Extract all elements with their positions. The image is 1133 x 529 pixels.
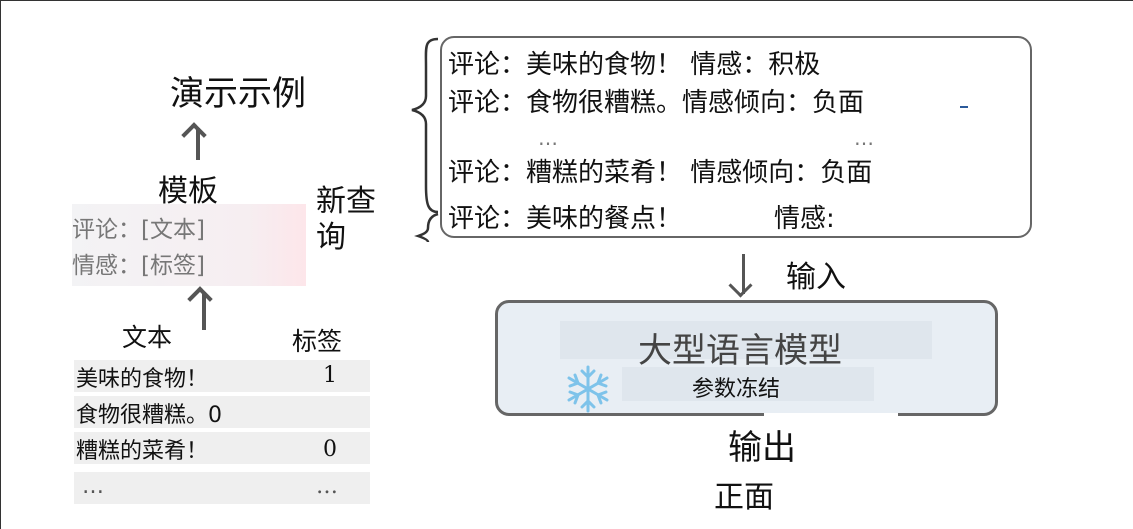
prompt-demo-line: 评论：美味的食物！ 情感：积极 — [448, 50, 821, 80]
llm-title-background — [560, 321, 932, 359]
prompt-query-review: 评论：美味的餐点！ — [448, 204, 683, 234]
table-cell-text: 美味的食物！ — [76, 367, 209, 392]
ellipsis-sentiment: … — [854, 126, 874, 150]
table-cell-label: 1 — [323, 363, 337, 388]
prompt-box: 评论：美味的食物！ 情感：积极 评论：食物很糟糕。情感倾向：负面 … … 评论：… — [440, 36, 1032, 238]
table-row: … … — [74, 472, 370, 504]
template-box: 评论：[文本] 情感：[标签] — [72, 204, 306, 286]
template-heading: 模板 — [158, 174, 218, 209]
prompt-query-sentiment: 情感: — [774, 204, 835, 234]
llm-title: 大型语言模型 — [638, 331, 842, 371]
table-cell-text: 糟糕的菜肴！ — [76, 439, 209, 464]
result-label: 正面 — [714, 480, 774, 515]
new-query-label-line1: 新查 — [316, 184, 376, 219]
llm-box-bottom-gap — [764, 413, 898, 423]
ellipsis-review: … — [538, 126, 558, 150]
prompt-demo-line: 评论：食物很糟糕。情感倾向：负面 — [448, 88, 865, 118]
arrow-down-icon — [742, 254, 745, 294]
table-header-label: 标签 — [292, 327, 343, 356]
table-row: 食物很糟糕。0 — [74, 396, 370, 428]
arrow-up-icon — [196, 128, 200, 160]
table-cell-text: 食物很糟糕。0 — [76, 403, 222, 428]
output-label: 输出 — [728, 428, 796, 468]
table-row: 糟糕的菜肴！ 0 — [74, 432, 370, 464]
table-cell-label: … — [316, 474, 338, 499]
demo-label: 演示示例 — [170, 74, 306, 114]
table-row: 美味的食物！ 1 — [74, 360, 370, 392]
snowflake-icon — [567, 365, 609, 413]
table-header-text: 文本 — [122, 323, 173, 352]
template-line-review: 评论：[文本] — [72, 217, 205, 243]
prompt-demo-line: 评论：糟糕的菜肴！ 情感倾向：负面 — [448, 158, 873, 188]
llm-box: 大型语言模型 参数冻结 — [495, 300, 998, 416]
template-line-sentiment: 情感：[标签] — [72, 253, 205, 279]
frame-top-border — [0, 0, 1133, 1]
stray-mark — [960, 106, 968, 108]
brace-icon — [411, 37, 439, 242]
new-query-label-line2: 询 — [316, 220, 346, 255]
input-label: 输入 — [786, 260, 846, 295]
llm-subtitle: 参数冻结 — [692, 377, 781, 402]
llm-subtitle-background — [622, 367, 874, 401]
table-cell-label: 0 — [323, 437, 337, 462]
arrow-up-icon — [202, 292, 206, 330]
frame-left-border — [0, 0, 1, 529]
table-cell-text: … — [82, 474, 104, 499]
